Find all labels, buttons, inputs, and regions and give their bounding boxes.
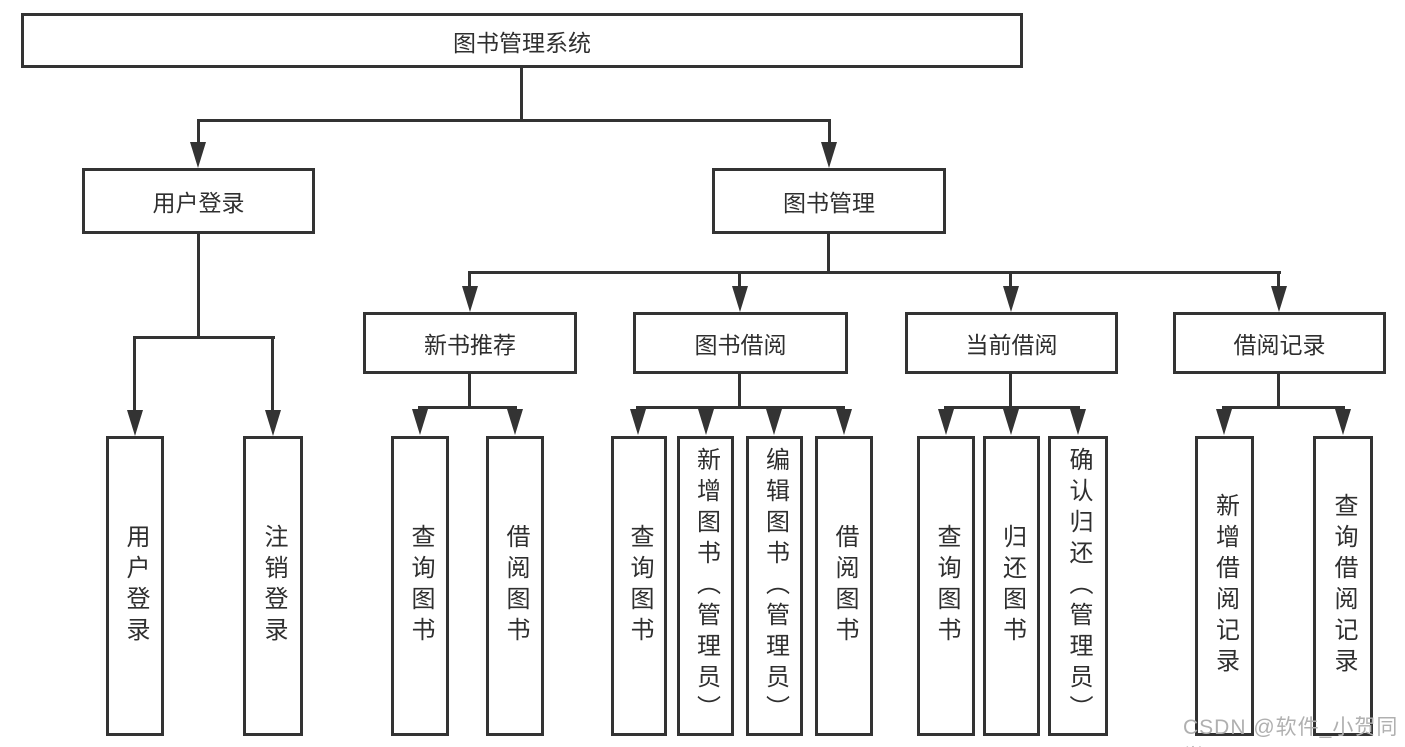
connector-line: [418, 406, 517, 409]
connector-line: [1009, 271, 1012, 289]
leaf-confirm-return-admin: 确认归还（管理员）: [1048, 436, 1108, 736]
leaf-borrow-books: 借阅图书: [815, 436, 873, 736]
arrow-down-icon: [1003, 286, 1019, 312]
arrow-down-icon: [698, 409, 714, 435]
arrow-down-icon: [836, 409, 852, 435]
arrow-down-icon: [462, 286, 478, 312]
connector-line: [271, 336, 274, 414]
arrow-down-icon: [265, 410, 281, 436]
leaf-query-books-current: 查询图书: [917, 436, 975, 736]
leaf-query-borrow-record: 查询借阅记录: [1313, 436, 1373, 736]
arrow-down-icon: [1003, 409, 1019, 435]
connector-line: [468, 374, 471, 409]
arrow-down-icon: [821, 142, 837, 168]
node-user-login: 用户登录: [82, 168, 315, 234]
arrow-down-icon: [732, 286, 748, 312]
connector-line: [944, 406, 1080, 409]
connector-line: [133, 336, 136, 414]
arrow-down-icon: [1216, 409, 1232, 435]
connector-line: [197, 119, 200, 147]
leaf-logout: 注销登录: [243, 436, 303, 736]
connector-line: [1277, 271, 1280, 289]
connector-line: [468, 271, 1281, 274]
leaf-query-books-borrow: 查询图书: [611, 436, 667, 736]
arrow-down-icon: [127, 410, 143, 436]
connector-line: [134, 336, 275, 339]
arrow-down-icon: [1271, 286, 1287, 312]
node-new-book-recommend: 新书推荐: [363, 312, 577, 374]
connector-line: [636, 406, 845, 409]
leaf-user-login: 用户登录: [106, 436, 164, 736]
connector-line: [468, 271, 471, 289]
connector-line: [1009, 374, 1012, 409]
leaf-query-books-recommend: 查询图书: [391, 436, 449, 736]
arrow-down-icon: [1335, 409, 1351, 435]
connector-line: [197, 234, 200, 339]
arrow-down-icon: [1070, 409, 1086, 435]
connector-line: [738, 271, 741, 289]
connector-line: [1277, 374, 1280, 409]
connector-line: [827, 234, 830, 274]
node-borrow-records: 借阅记录: [1173, 312, 1386, 374]
node-book-borrow: 图书借阅: [633, 312, 848, 374]
arrow-down-icon: [938, 409, 954, 435]
leaf-add-books-admin: 新增图书（管理员）: [677, 436, 734, 736]
arrow-down-icon: [507, 409, 523, 435]
connector-line: [1222, 406, 1345, 409]
arrow-down-icon: [766, 409, 782, 435]
leaf-add-borrow-record: 新增借阅记录: [1195, 436, 1254, 736]
node-book-management: 图书管理: [712, 168, 946, 234]
connector-line: [738, 374, 741, 409]
connector-line: [197, 119, 831, 122]
csdn-watermark: CSDN @软件_小贺同学: [1183, 716, 1399, 747]
connector-line: [520, 68, 523, 122]
connector-line: [828, 119, 831, 147]
node-root: 图书管理系统: [21, 13, 1023, 68]
leaf-return-books: 归还图书: [983, 436, 1040, 736]
arrow-down-icon: [190, 142, 206, 168]
leaf-borrow-books-recommend: 借阅图书: [486, 436, 544, 736]
arrow-down-icon: [412, 409, 428, 435]
arrow-down-icon: [630, 409, 646, 435]
node-current-borrow: 当前借阅: [905, 312, 1118, 374]
leaf-edit-books-admin: 编辑图书（管理员）: [746, 436, 803, 736]
